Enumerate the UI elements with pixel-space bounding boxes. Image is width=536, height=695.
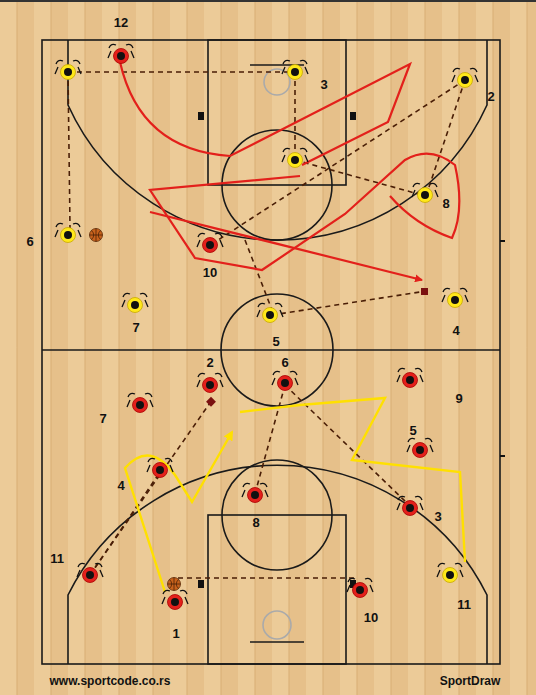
player-number: 4 <box>117 479 124 492</box>
player-number: 12 <box>114 16 128 29</box>
brand-credit: SportDraw <box>440 675 501 687</box>
player-number: 8 <box>252 516 259 529</box>
player-number: 10 <box>203 266 217 279</box>
player-number: 2 <box>487 90 494 103</box>
player-number: 4 <box>452 324 459 337</box>
player-number: 9 <box>455 392 462 405</box>
player-number: 3 <box>320 78 327 91</box>
player-number: 10 <box>364 611 378 624</box>
player-number: 1 <box>172 627 179 640</box>
player-number: 7 <box>99 412 106 425</box>
player-number: 5 <box>409 424 416 437</box>
player-number: 7 <box>132 321 139 334</box>
player-number: 6 <box>26 235 33 248</box>
player-number: 6 <box>281 356 288 369</box>
player-number: 8 <box>442 197 449 210</box>
player-number: 5 <box>272 335 279 348</box>
player-number: 11 <box>50 552 64 565</box>
website-credit: www.sportcode.co.rs <box>50 675 171 687</box>
player-number: 2 <box>206 356 213 369</box>
player-number: 11 <box>457 598 471 611</box>
player-number: 3 <box>434 510 441 523</box>
